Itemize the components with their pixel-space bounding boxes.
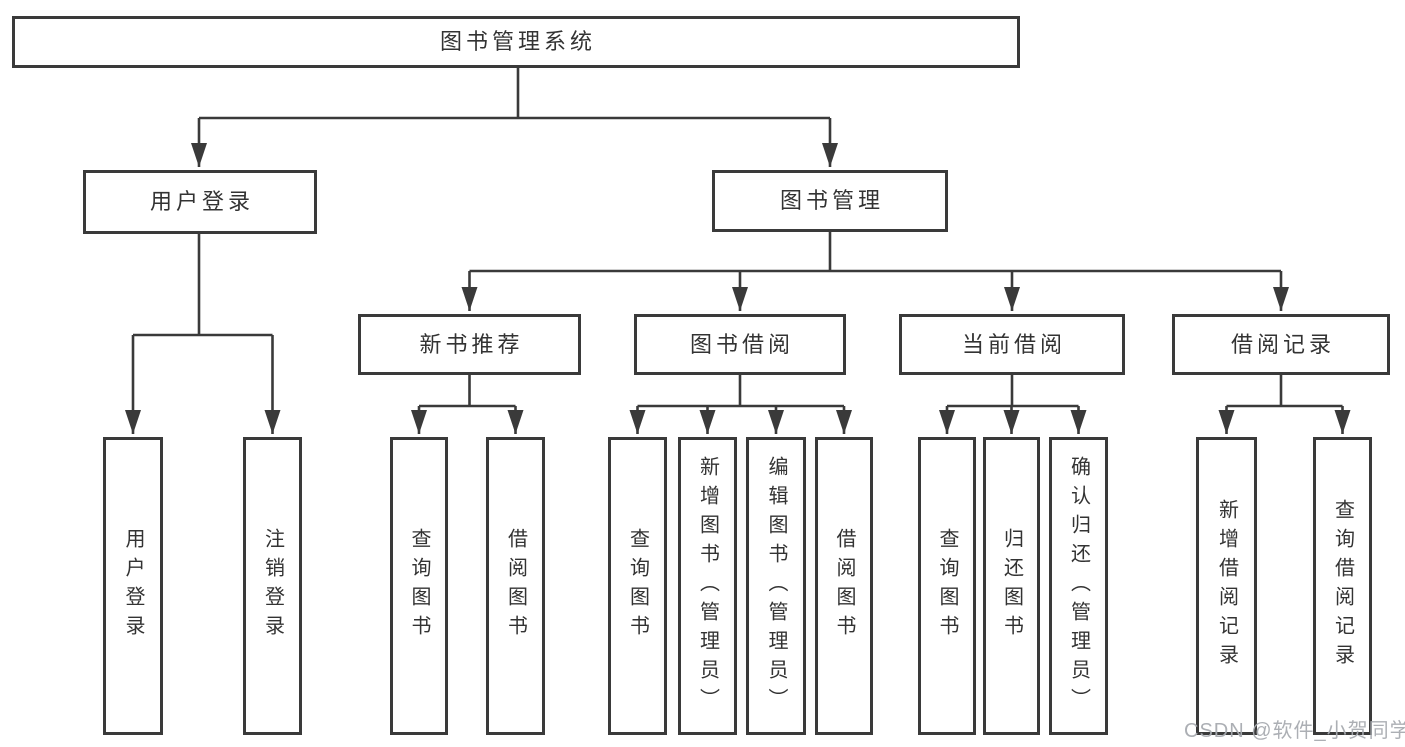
node-label: 查询图书 <box>408 528 430 644</box>
rail-user-login <box>133 234 273 337</box>
node-label: 当前借阅 <box>961 331 1066 357</box>
node-label: 借阅图书 <box>504 528 527 644</box>
box-user-login-action: 用户登录 <box>103 437 163 735</box>
node-label: 图书管理系统 <box>439 29 596 54</box>
box-edit-books-admin: 编辑图书（管理员） <box>746 437 806 735</box>
box-new-book-recommend: 新书推荐 <box>358 314 581 375</box>
rail-new-book <box>419 375 516 408</box>
node-label: 新增借阅记录 <box>1215 499 1238 673</box>
rail-borrow-records <box>1226 375 1343 408</box>
box-query-books-current: 查询图书 <box>918 437 976 735</box>
box-borrow-books-borrow: 借阅图书 <box>815 437 873 735</box>
box-logout: 注销登录 <box>243 437 302 735</box>
box-library-management-system: 图书管理系统 <box>12 16 1020 68</box>
rail-root <box>199 68 830 120</box>
box-current-borrow: 当前借阅 <box>899 314 1125 375</box>
node-label: 查询图书 <box>936 528 958 644</box>
node-label: 归还图书 <box>1000 528 1023 644</box>
node-label: 新书推荐 <box>419 331 524 357</box>
rail-current-borrow <box>947 375 1079 408</box>
node-label: 图书借阅 <box>689 331 794 357</box>
box-borrow-records: 借阅记录 <box>1172 314 1390 375</box>
node-label: 查询图书 <box>626 528 649 644</box>
node-label: 图书管理 <box>779 188 884 213</box>
rail-book-management <box>469 232 1281 273</box>
node-label: 查询借阅记录 <box>1331 499 1354 673</box>
node-label: 新增图书（管理员） <box>696 455 719 717</box>
box-user-login: 用户登录 <box>83 170 317 234</box>
box-confirm-return-admin: 确认归还（管理员） <box>1049 437 1108 735</box>
node-label: 注销登录 <box>261 528 284 644</box>
box-book-borrow: 图书借阅 <box>634 314 846 375</box>
box-borrow-books-recommend: 借阅图书 <box>486 437 545 735</box>
rail-book-borrow <box>637 375 844 408</box>
node-label: 确认归还（管理员） <box>1067 455 1090 717</box>
node-label: 借阅图书 <box>833 528 855 644</box>
node-label: 用户登录 <box>122 528 144 644</box>
box-add-borrow-record: 新增借阅记录 <box>1196 437 1257 735</box>
box-add-books-admin: 新增图书（管理员） <box>678 437 737 735</box>
node-label: 编辑图书（管理员） <box>765 455 787 717</box>
node-label: 用户登录 <box>149 189 254 214</box>
box-book-management: 图书管理 <box>712 170 948 232</box>
node-label: 借阅记录 <box>1230 331 1335 357</box>
box-query-borrow-record: 查询借阅记录 <box>1313 437 1372 735</box>
box-return-books: 归还图书 <box>983 437 1040 735</box>
csdn-watermark: CSDN @软件_小贺同学 <box>1184 720 1405 742</box>
box-query-books-borrow: 查询图书 <box>608 437 667 735</box>
box-query-books-recommend: 查询图书 <box>390 437 448 735</box>
